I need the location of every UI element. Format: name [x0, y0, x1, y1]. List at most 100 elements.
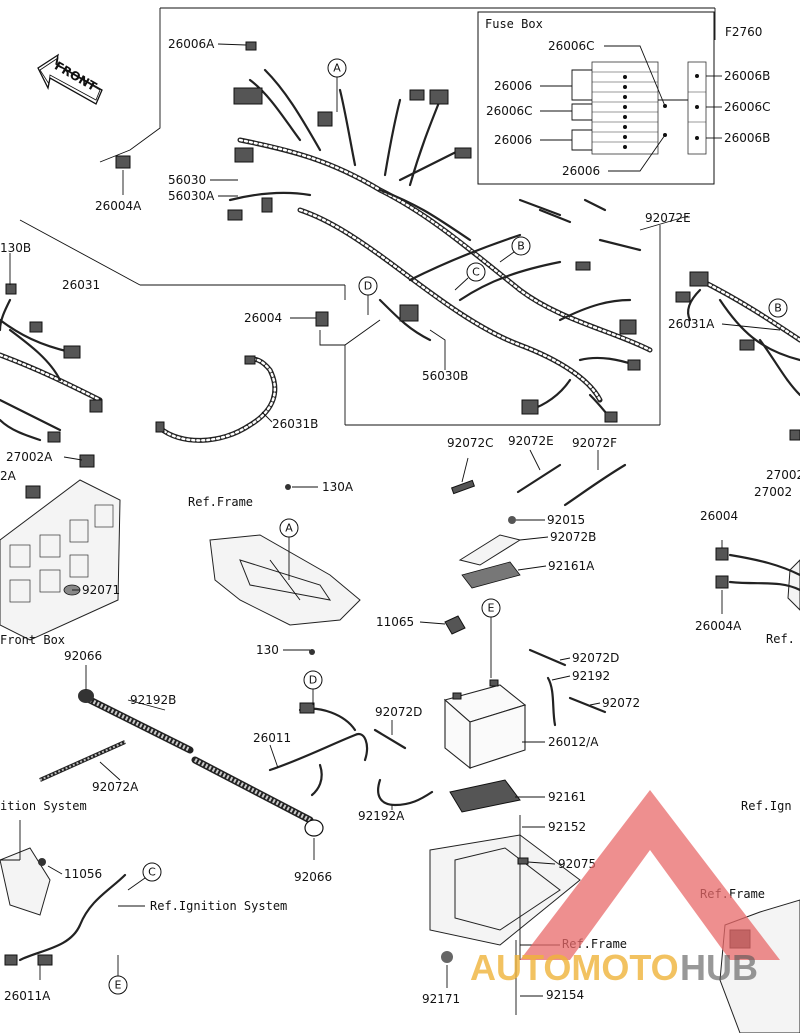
label-26004A: 26004A — [95, 199, 142, 213]
label-ref-frame-1: Ref.Frame — [188, 495, 253, 509]
fuse-label-26006-2: 26006 — [494, 133, 532, 147]
ignition-bracket — [0, 847, 127, 966]
label-26031B: 26031B — [272, 417, 318, 431]
label-27002-r: 27002 — [766, 468, 800, 482]
fuse-label-26006b-top: 26006B — [724, 69, 770, 83]
svg-text:A: A — [285, 522, 293, 535]
ref-marker-d-top: D — [358, 276, 378, 296]
fuse-label-26006c-top: 26006C — [548, 39, 595, 53]
label-26011: 26011 — [253, 731, 291, 745]
label-26004: 26004 — [244, 311, 282, 325]
label-56030B: 56030B — [422, 369, 468, 383]
fuse-box-inset: Fuse Box 26006C 26006 26006C — [477, 11, 771, 185]
battery-area — [429, 516, 581, 1015]
label-92071: 92071 — [82, 583, 120, 597]
ref-marker-b-right: B — [768, 298, 788, 318]
svg-text:E: E — [488, 602, 495, 615]
front-direction-arrow: FRONT — [37, 53, 103, 105]
label-26011A: 26011A — [4, 989, 51, 1003]
ref-marker-a-top: A — [327, 58, 347, 78]
left-harness-26031 — [0, 283, 103, 443]
label-26004A-r: 26004A — [695, 619, 742, 633]
fuse-label-26006c-mid: 26006C — [486, 104, 533, 118]
label-27002A: 27002A — [6, 450, 53, 464]
ref-marker-d-cable: D — [303, 670, 323, 690]
label-92075: 92075 — [558, 857, 596, 871]
main-harness-outline — [19, 7, 716, 426]
label-ition-system: ition System — [0, 799, 87, 813]
svg-text:A: A — [333, 62, 341, 75]
fuse-label-26006b-bottom: 26006B — [724, 131, 770, 145]
label-26006A: 26006A — [168, 37, 215, 51]
label-130B: 130B — [0, 241, 31, 255]
watermark-logo: AUTOMOTO HUB — [470, 790, 780, 988]
ref-markers: A B C D B A E D C E — [108, 58, 788, 995]
label-92072C: 92072C — [447, 436, 494, 450]
svg-text:C: C — [472, 266, 480, 279]
label-92192B: 92192B — [130, 693, 176, 707]
label-11065: 11065 — [376, 615, 414, 629]
label-26031: 26031 — [62, 278, 100, 292]
label-92152: 92152 — [548, 820, 586, 834]
watermark-brand-a: AUTOMOTO — [470, 947, 679, 988]
label-26012A: 26012/A — [548, 735, 599, 749]
ref-frame-middle — [209, 484, 361, 626]
svg-text:D: D — [364, 280, 372, 293]
fuse-label-26006-1: 26006 — [494, 79, 532, 93]
label-front-box: Front Box — [0, 633, 65, 647]
label-56030A: 56030A — [168, 189, 215, 203]
cable-ties-center — [450, 463, 627, 507]
label-92072: 92072 — [602, 696, 640, 710]
ref-marker-c-top: C — [466, 262, 486, 282]
label-ref-r: Ref. — [766, 632, 795, 646]
svg-text:C: C — [148, 866, 156, 879]
label-92192: 92192 — [572, 669, 610, 683]
battery-cable-26011 — [268, 649, 369, 797]
label-27002-r2: 27002 — [754, 485, 792, 499]
harness-26031B — [155, 355, 278, 443]
label-92072D-top: 92072D — [572, 651, 619, 665]
label-92072A: 92072A — [92, 780, 139, 794]
ref-marker-c-bottom: C — [142, 862, 162, 882]
part-26004A-connector — [115, 155, 131, 169]
label-92072D: 92072D — [375, 705, 422, 719]
svg-text:B: B — [774, 302, 782, 315]
ref-marker-b-top: B — [511, 236, 531, 256]
label-92161: 92161 — [548, 790, 586, 804]
label-ref-ignition-system: Ref.Ignition System — [150, 899, 287, 913]
watermark-brand-b: HUB — [680, 947, 758, 988]
svg-text:E: E — [115, 979, 122, 992]
main-wire-harness — [227, 41, 653, 423]
svg-text:B: B — [517, 240, 525, 253]
label-92015: 92015 — [547, 513, 585, 527]
part-26004-connector — [315, 311, 329, 327]
svg-text:D: D — [309, 674, 317, 687]
hose-92192 — [373, 648, 607, 807]
label-2A: 2A — [0, 469, 17, 483]
ref-marker-e-battery: E — [481, 598, 501, 618]
leader-lines — [0, 43, 781, 997]
label-92072E-top: 92072E — [645, 211, 691, 225]
label-92171: 92171 — [422, 992, 460, 1006]
sleeve-92192B — [39, 689, 324, 837]
label-26031A: 26031A — [668, 317, 715, 331]
label-ref-ign-r: Ref.Ign — [741, 799, 792, 813]
label-92072F: 92072F — [572, 436, 617, 450]
label-92154: 92154 — [546, 988, 584, 1002]
diagram-code: F2760 — [725, 25, 762, 39]
label-92192A: 92192A — [358, 809, 405, 823]
label-92161A: 92161A — [548, 559, 595, 573]
label-92066-bottom: 92066 — [294, 870, 332, 884]
label-11056: 11056 — [64, 867, 102, 881]
fuse-box-title: Fuse Box — [485, 17, 543, 31]
ref-marker-a-frame: A — [279, 518, 299, 538]
label-92072B: 92072B — [550, 530, 596, 544]
label-92072E: 92072E — [508, 434, 554, 448]
right-harness-26031A — [675, 271, 800, 441]
part-labels: 26006A 26004A 56030 56030A 130B 26031 26… — [0, 37, 800, 1006]
fuse-label-26006-3: 26006 — [562, 164, 600, 178]
label-130: 130 — [256, 643, 279, 657]
fuse-label-26006c-right: 26006C — [724, 100, 771, 114]
label-56030: 56030 — [168, 173, 206, 187]
